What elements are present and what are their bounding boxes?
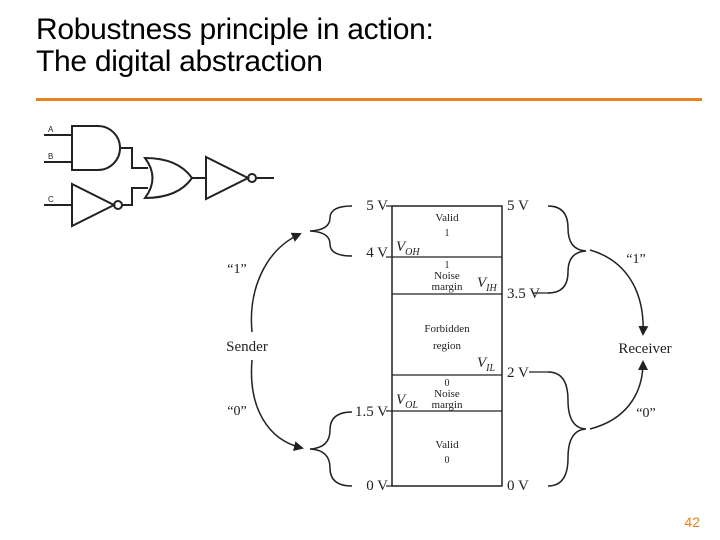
receiver-arrow-from-one [589,249,649,336]
slide-title: Robustness principle in action: The digi… [36,14,434,78]
vol-symbol: VOL [396,392,418,411]
output-not-gate [205,155,251,201]
valid-1-value: 1 [445,228,450,239]
right-brace-1 [547,205,587,294]
left-brace-0 [309,411,353,487]
forbidden-line1: Forbidden [424,323,470,335]
right-5v: 5 V [507,198,529,214]
noise-1-line2: margin [432,281,463,293]
receiver-label: Receiver [618,341,671,357]
input-wires [44,134,72,206]
receiver-arrow-from-zero [589,360,648,430]
sender-group: “1” Sender “0” [226,232,304,452]
title-divider [36,98,702,101]
column-frame [391,205,503,487]
left-voltage-labels: 5 V 4 V 1.5 V 0 V [355,198,388,494]
valid-0-value: 0 [445,455,450,466]
not-to-or-wire [122,187,148,206]
receiver-zero-label: “0” [636,406,655,421]
right-2v: 2 V [507,365,529,381]
input-a-label: A [48,125,54,134]
valid-0-label: Valid [435,439,459,451]
or-gate [143,156,194,200]
receiver-one-label: “1” [626,252,645,267]
sender-zero-label: “0” [227,404,246,419]
noise-1-value: 1 [445,260,450,271]
receiver-group: “1” Receiver “0” [589,249,672,430]
sender-one-label: “1” [227,262,246,277]
noise-0-line1: Noise [434,388,460,400]
right-0v: 0 V [507,478,529,494]
left-4v: 4 V [366,245,388,261]
voh-symbol: VOH [396,239,420,258]
noise-0-value: 0 [445,378,450,389]
right-braces [547,205,587,487]
right-voltage-labels: 5 V 3.5 V 2 V 0 V [507,198,540,494]
right-brace-0 [547,371,587,487]
voltage-column: Valid 1 1 Noise margin Forbidden region … [386,205,503,487]
right-3-5v: 3.5 V [507,286,540,302]
noise-1-line1: Noise [434,270,460,282]
logic-circuit: A B C [44,125,274,228]
forbidden-line2: region [433,340,462,352]
left-5v: 5 V [366,198,388,214]
noise-0-line2: margin [432,399,463,411]
left-brace-1 [309,205,353,257]
and-gate [71,125,121,171]
sender-label: Sender [226,339,268,355]
and-to-or-wire [120,147,148,169]
sender-arrow-to-one [250,232,302,333]
input-c-label: C [48,195,54,204]
vil-symbol: VIL [477,355,496,374]
title-line-1: Robustness principle in action: [36,13,434,46]
page-number: 42 [684,514,700,530]
not-gate-c [71,182,117,228]
left-braces [309,205,353,487]
input-b-label: B [48,152,53,161]
sender-arrow-to-zero [250,359,304,452]
valid-1-label: Valid [435,212,459,224]
vih-symbol: VIH [477,275,498,294]
left-0v: 0 V [366,478,388,494]
left-1-5v: 1.5 V [355,404,388,420]
title-line-2: The digital abstraction [36,45,323,78]
